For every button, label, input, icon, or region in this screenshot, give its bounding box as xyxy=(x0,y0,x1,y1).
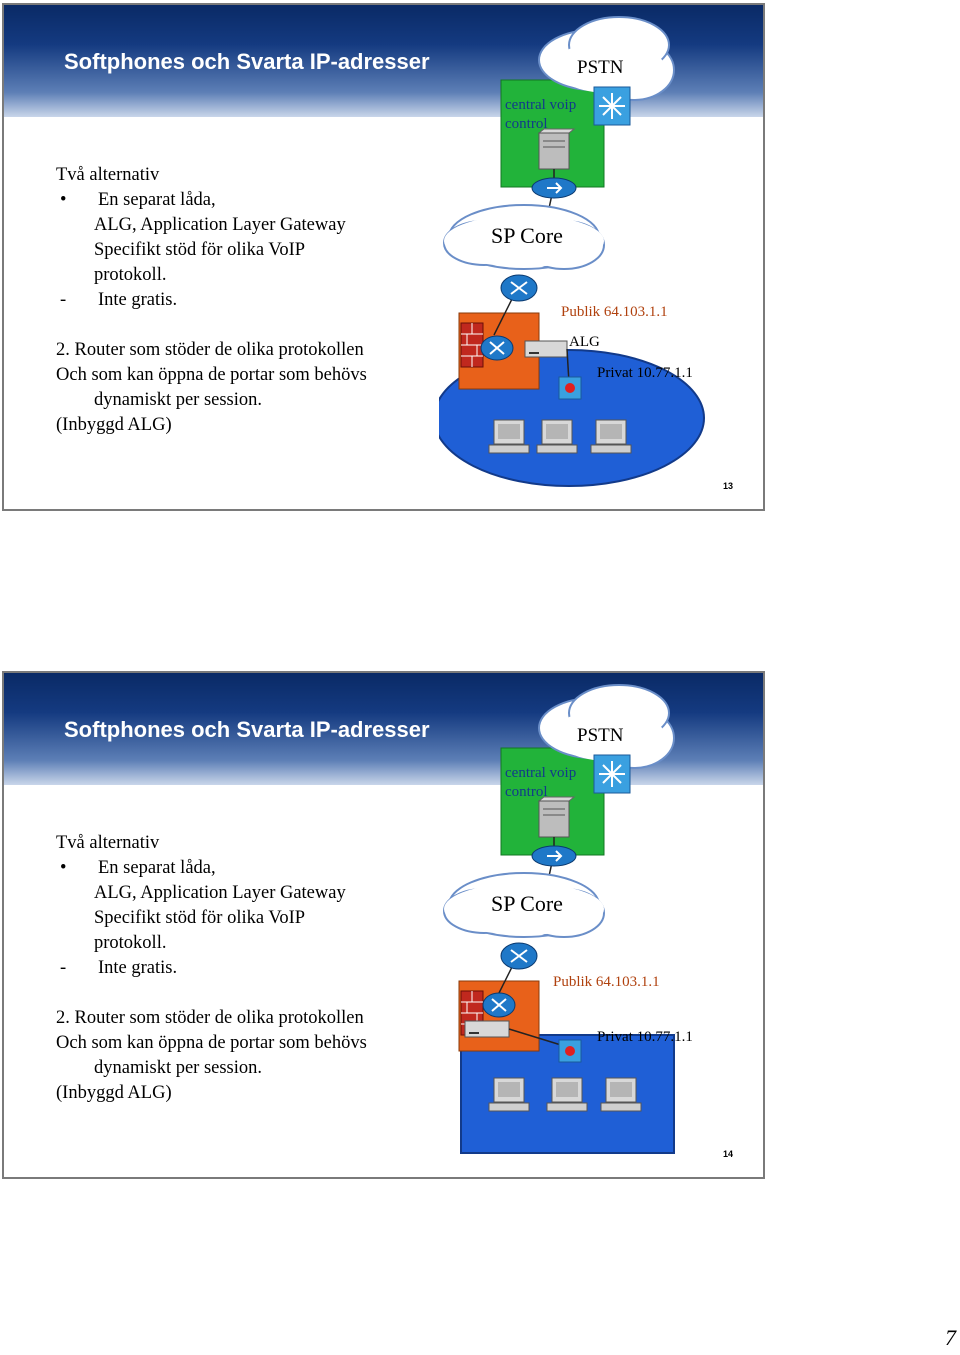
bullet-text: En separat låda, xyxy=(98,858,216,878)
sp-core-label: SP Core xyxy=(491,891,563,916)
slide-title: Softphones och Svarta IP-adresser xyxy=(64,49,430,75)
item2-text: dynamiskt per session. xyxy=(56,388,367,413)
slide-number: 14 xyxy=(723,1149,733,1159)
firewall-icon xyxy=(461,323,483,367)
network-diagram: PSTN central voip control SP Core xyxy=(439,673,739,1163)
bullet-text: protokoll. xyxy=(56,263,367,288)
central-voip-label: central voip xyxy=(505,765,576,781)
bullet-text: protokoll. xyxy=(56,931,367,956)
dash-icon: - xyxy=(60,956,98,981)
bullet-text: ALG, Application Layer Gateway xyxy=(56,881,367,906)
slide-13: Softphones och Svarta IP-adresser Två al… xyxy=(2,3,765,511)
dash-text: Inte gratis. xyxy=(98,290,177,310)
control-label: control xyxy=(505,784,548,800)
router-icon xyxy=(532,846,576,866)
router-icon xyxy=(501,275,537,301)
dash-text: Inte gratis. xyxy=(98,958,177,978)
alg-box-icon xyxy=(525,341,567,357)
item2-text: Och som kan öppna de portar som behövs xyxy=(56,363,367,388)
lan-switch-icon xyxy=(559,377,581,399)
sp-core-label: SP Core xyxy=(491,223,563,248)
privat-label: Privat 10.77.1.1 xyxy=(597,1029,693,1045)
control-label: control xyxy=(505,116,548,132)
bullet-text: Specifikt stöd för olika VoIP xyxy=(56,238,367,263)
slide-title: Softphones och Svarta IP-adresser xyxy=(64,717,430,743)
workstation-icon xyxy=(547,1078,587,1111)
pstn-label: PSTN xyxy=(577,725,624,746)
router-icon xyxy=(481,336,513,360)
item2-text: (Inbyggd ALG) xyxy=(56,1081,367,1106)
item2-text: 2. Router som stöder de olika protokolle… xyxy=(56,1006,367,1031)
workstation-icon xyxy=(591,420,631,453)
server-icon xyxy=(539,129,574,169)
workstation-icon xyxy=(489,420,529,453)
publik-label: Publik 64.103.1.1 xyxy=(553,974,660,990)
bullet-text: En separat låda, xyxy=(98,190,216,210)
network-diagram: PSTN central voip control SP Core xyxy=(439,5,739,495)
alg-box-icon xyxy=(465,1021,509,1037)
bullet-text: Specifikt stöd för olika VoIP xyxy=(56,906,367,931)
router-icon xyxy=(501,943,537,969)
voip-switch-icon xyxy=(594,755,630,793)
intro-line: Två alternativ xyxy=(56,831,367,856)
alg-label: ALG xyxy=(569,334,600,350)
privat-label: Privat 10.77.1.1 xyxy=(597,365,693,381)
workstation-icon xyxy=(537,420,577,453)
slide-body: Två alternativ •En separat låda, ALG, Ap… xyxy=(56,831,367,1106)
item2-text: dynamiskt per session. xyxy=(56,1056,367,1081)
router-icon xyxy=(483,993,515,1017)
bullet-text: ALG, Application Layer Gateway xyxy=(56,213,367,238)
workstation-icon xyxy=(601,1078,641,1111)
intro-line: Två alternativ xyxy=(56,163,367,188)
router-icon xyxy=(532,178,576,198)
page-number: 7 xyxy=(945,1325,956,1351)
slide-body: Två alternativ •En separat låda, ALG, Ap… xyxy=(56,163,367,438)
central-voip-label: central voip xyxy=(505,97,576,113)
item2-text: Och som kan öppna de portar som behövs xyxy=(56,1031,367,1056)
workstation-icon xyxy=(489,1078,529,1111)
server-icon xyxy=(539,797,574,837)
lan-switch-icon xyxy=(559,1040,581,1062)
bullet-icon: • xyxy=(60,856,98,881)
bullet-icon: • xyxy=(60,188,98,213)
slide-14: Softphones och Svarta IP-adresser Två al… xyxy=(2,671,765,1179)
voip-switch-icon xyxy=(594,87,630,125)
pstn-label: PSTN xyxy=(577,57,624,78)
slide-number: 13 xyxy=(723,481,733,491)
dash-icon: - xyxy=(60,288,98,313)
item2-text: (Inbyggd ALG) xyxy=(56,413,367,438)
item2-text: 2. Router som stöder de olika protokolle… xyxy=(56,338,367,363)
publik-label: Publik 64.103.1.1 xyxy=(561,304,668,320)
